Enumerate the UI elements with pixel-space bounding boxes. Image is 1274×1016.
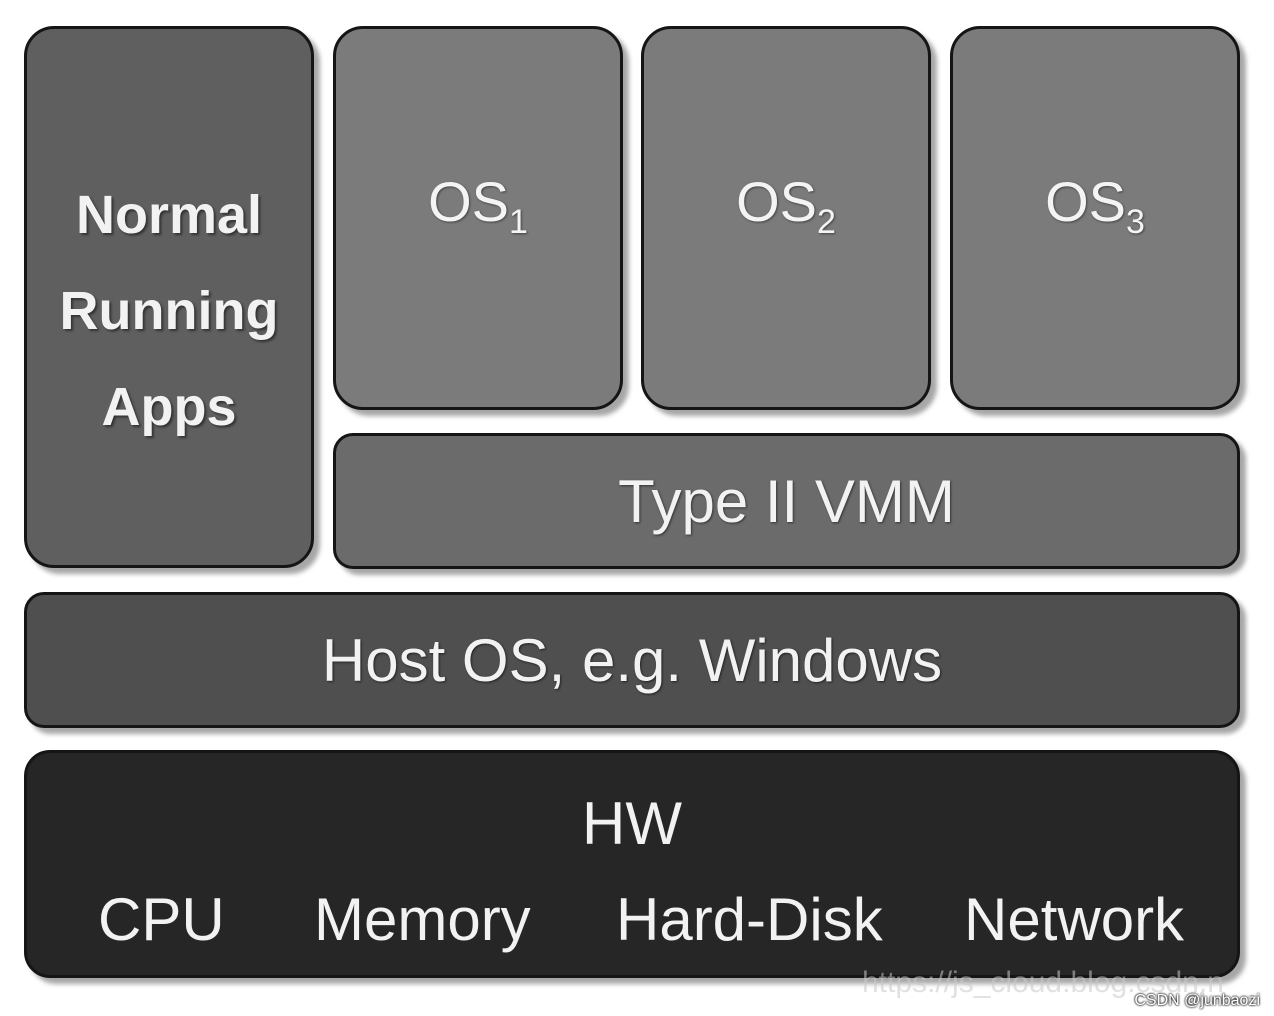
hardware-item-cpu: CPU bbox=[98, 886, 225, 953]
hardware-item-hard-disk: Hard-Disk bbox=[616, 886, 883, 953]
hardware-item-memory: Memory bbox=[314, 886, 531, 953]
guest-os-3-label: OS3 bbox=[1045, 170, 1145, 241]
apps-line-1: Normal bbox=[75, 185, 263, 245]
hardware-box: HW CPU Memory Hard-Disk Network bbox=[24, 750, 1240, 978]
guest-os-1-box: OS1 bbox=[333, 26, 623, 410]
csdn-credit: CSDN @junbaozi bbox=[1134, 992, 1260, 1009]
guest-os-3-box: OS3 bbox=[950, 26, 1240, 410]
host-os-box: Host OS, e.g. Windows bbox=[24, 592, 1240, 728]
apps-line-3: Apps bbox=[101, 377, 237, 437]
watermark-url: https://js_cloud.blog.csdn.n bbox=[862, 966, 1224, 999]
apps-line-2: Running bbox=[59, 281, 279, 341]
guest-os-2-label: OS2 bbox=[736, 170, 836, 241]
hardware-title: HW bbox=[582, 790, 682, 857]
guest-os-1-label: OS1 bbox=[428, 170, 528, 241]
vmm-label: Type II VMM bbox=[618, 467, 955, 535]
hardware-item-network: Network bbox=[964, 886, 1185, 953]
type-ii-vmm-box: Type II VMM bbox=[333, 433, 1240, 569]
normal-running-apps-box: Normal Running Apps bbox=[24, 26, 314, 568]
guest-os-2-box: OS2 bbox=[641, 26, 931, 410]
host-os-label: Host OS, e.g. Windows bbox=[321, 626, 943, 694]
